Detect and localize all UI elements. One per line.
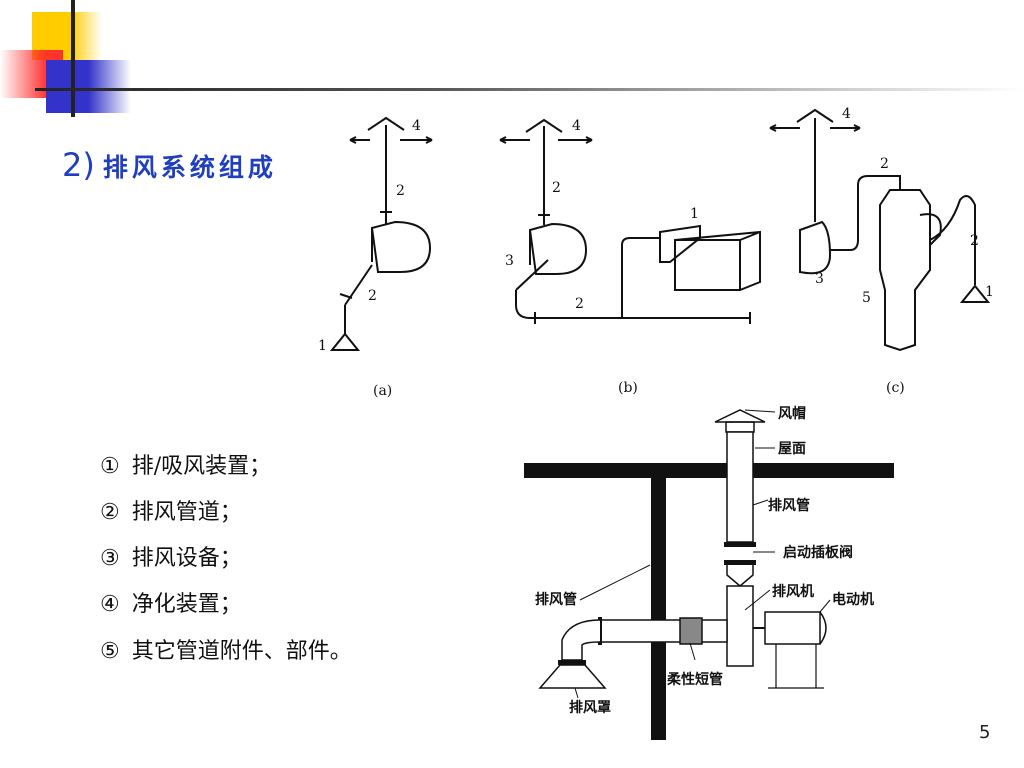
label-5: 5	[862, 290, 871, 306]
label-2: 2	[396, 183, 405, 199]
label-2: 2	[970, 233, 979, 249]
title-number: 2)	[62, 146, 95, 184]
list-marker: ③	[100, 546, 120, 571]
decor-horizontal-line	[35, 88, 1024, 91]
label-1: 1	[318, 338, 327, 354]
label-2: 2	[552, 180, 561, 196]
label-1: 1	[690, 206, 699, 222]
list-text: 排风管道；	[131, 500, 242, 525]
list-item: ① 排/吸风装置；	[100, 448, 283, 480]
label-cap: 风帽	[778, 405, 806, 422]
label-4: 4	[842, 106, 851, 122]
label-3: 3	[815, 271, 824, 287]
label-2: 2	[575, 296, 584, 312]
decor-vertical-line	[71, 0, 75, 117]
list-marker: ④	[100, 592, 120, 617]
label-2: 2	[880, 156, 889, 172]
caption-c: (c)	[886, 380, 905, 396]
label-roof: 屋面	[778, 441, 806, 457]
diagram-b: 1 2 2 3 4 (b)	[499, 118, 761, 396]
list-marker: ⑤	[100, 639, 120, 664]
diagram-exhaust-installation: 风帽 屋面 排风管 启动插板阀 排风机 电动机 排风管 柔性短管 排风罩	[524, 405, 894, 740]
page-number: 5	[979, 722, 991, 743]
label-2: 2	[368, 288, 377, 304]
list-text: 排/吸风装置；	[131, 454, 272, 479]
label-flexible-joint: 柔性短管	[666, 671, 723, 688]
label-4: 4	[412, 118, 421, 134]
label-hood: 排风罩	[569, 699, 611, 716]
title-text: 排风系统组成	[102, 153, 277, 182]
caption-a: (a)	[373, 383, 392, 399]
list-item: ② 排风管道；	[100, 494, 254, 526]
label-1: 1	[985, 284, 994, 300]
list-marker: ②	[100, 500, 120, 525]
label-3: 3	[505, 253, 514, 269]
decor-blue-square	[46, 60, 131, 113]
slide-title: 2)排风系统组成	[62, 146, 277, 184]
label-motor: 电动机	[832, 591, 874, 608]
list-text: 其它管道附件、部件。	[131, 639, 352, 664]
list-item: ④ 净化装置；	[100, 586, 254, 618]
label-4: 4	[572, 118, 581, 134]
diagram-c: 2 2 1 3 4 5 (c)	[769, 106, 994, 396]
label-exhaust-duct-left: 排风管	[535, 591, 577, 608]
list-text: 排风设备；	[131, 546, 242, 571]
label-exhaust-duct: 排风管	[768, 497, 810, 514]
list-item: ③ 排风设备；	[100, 540, 254, 572]
list-text: 净化装置；	[131, 592, 242, 617]
list-marker: ①	[100, 454, 120, 479]
list-item: ⑤ 其它管道附件、部件。	[100, 633, 364, 665]
diagram-a: 1 2 2 4 (a)	[318, 116, 433, 399]
caption-b: (b)	[618, 380, 638, 396]
label-fan: 排风机	[772, 583, 814, 600]
label-damper: 启动插板阀	[783, 544, 853, 561]
